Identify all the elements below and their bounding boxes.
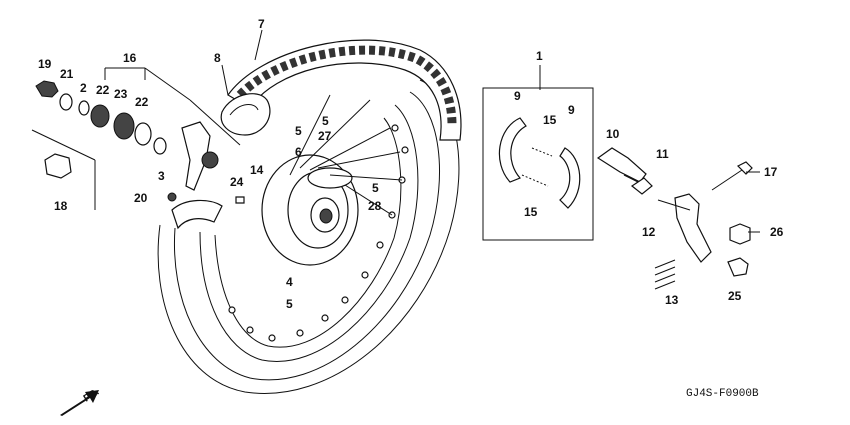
callout-22a: 22 [96,83,110,97]
callout-11: 11 [656,147,669,161]
callout-19: 19 [38,57,52,71]
callout-10: 10 [606,127,620,141]
callout-5d: 5 [286,297,293,311]
callout-5c: 5 [372,181,379,195]
callout-16: 16 [123,51,137,65]
callout-7: 7 [258,17,265,31]
callout-15b: 15 [524,205,538,219]
callout-24: 24 [230,175,244,189]
callout-15a: 15 [543,113,557,127]
inner-tube [171,93,271,230]
callout-17: 17 [764,165,778,179]
callout-4: 4 [286,275,293,289]
callout-22b: 22 [135,95,149,109]
brake-cam-parts [596,147,753,290]
callout-9b: 9 [568,103,575,117]
leader-lines [104,29,760,233]
callout-9a: 9 [514,89,521,103]
front-direction-arrow [60,390,99,416]
callout-26: 26 [770,225,784,239]
callout-8: 8 [214,51,221,65]
figure-code: GJ4S-F0900B [686,388,759,400]
callout-20: 20 [134,191,148,205]
callout-5a: 5 [295,124,302,138]
callout-1: 1 [536,49,543,63]
wheel-rim [157,79,460,394]
tire [227,39,462,141]
callout-labels: 1 2 3 4 5 5 5 5 6 7 8 9 9 10 11 12 13 14… [38,17,784,311]
callout-12: 12 [642,225,656,239]
callout-3: 3 [158,169,165,183]
front-direction-label: FR. [82,387,102,405]
callout-25: 25 [728,289,742,303]
callout-6: 6 [295,145,302,159]
callout-23: 23 [114,87,128,101]
brake-shoes [498,117,581,209]
callout-28: 28 [368,199,382,213]
axle-side-parts [31,80,245,210]
callout-2: 2 [80,81,87,95]
callout-5b: 5 [322,114,329,128]
brake-shoe-group-box [482,87,594,241]
callout-14: 14 [250,163,264,177]
callout-27: 27 [318,129,332,143]
wheel-hub [261,94,403,266]
callout-21: 21 [60,67,74,81]
callout-18: 18 [54,199,68,213]
callout-13: 13 [665,293,679,307]
